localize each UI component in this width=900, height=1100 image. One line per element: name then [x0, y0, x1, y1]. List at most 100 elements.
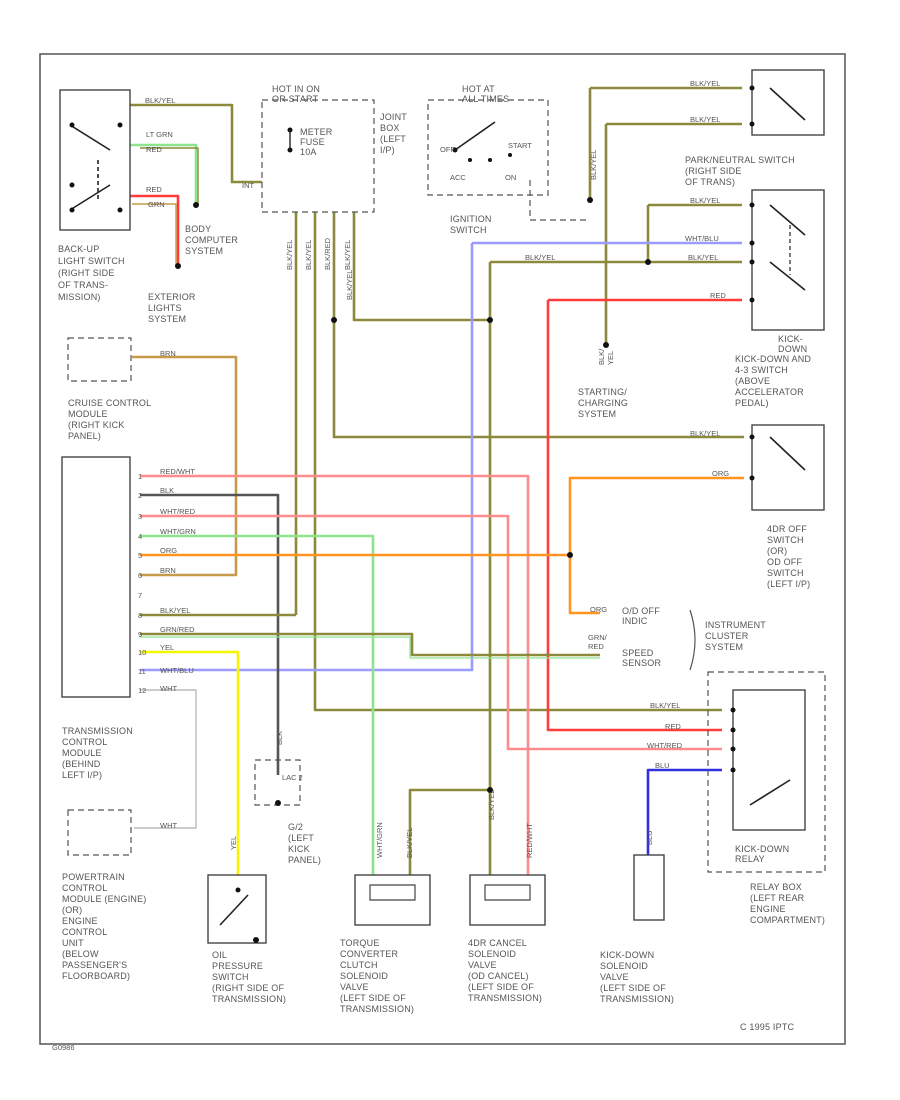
wire-label-od_b: RED/WHT — [525, 823, 534, 858]
wire-label-pn_1: BLK/YEL — [690, 196, 720, 205]
wire-pn-2b — [140, 243, 474, 672]
footer-figure-id: G0986 — [52, 1043, 75, 1052]
wire-label-yel_op: YEL — [229, 836, 238, 850]
wire-label-fuse_out_3: BLK/RED — [323, 237, 332, 270]
wire-label-blk_yel_1: BLK/YEL — [690, 79, 720, 88]
wire-label-pn_3: BLK/YEL — [688, 253, 718, 262]
wire-label-red_b: RED — [146, 185, 162, 194]
wire-label-pn_2: WHT/BLU — [685, 234, 719, 243]
wire-label-tcc_a: WHT/GRN — [375, 822, 384, 858]
wire-org-kd — [568, 476, 744, 555]
park-neutral-switch-top — [751, 69, 825, 136]
wire-tcm-red-wht — [140, 474, 530, 790]
wire-label-int: INT — [242, 181, 255, 190]
wire-label-bu_top: BLK/YEL — [145, 96, 175, 105]
tcm-pin-12: 12 — [138, 686, 146, 695]
wire-label-brn: BRN — [160, 349, 176, 358]
tcm-pin-7: 7 — [138, 591, 142, 600]
ignition-position-3: START — [508, 141, 532, 150]
wire-fuse-3 — [332, 212, 744, 439]
wire-label-fuse_out_1: BLK/YEL — [285, 240, 294, 270]
label-kickdown: KICK-DOWN — [778, 334, 807, 354]
pcm-box — [67, 809, 132, 856]
wire-label-kd_2: ORG — [712, 469, 729, 478]
kickdown-solenoid-box — [633, 854, 665, 921]
wire-tcm-grn-red-2 — [140, 636, 600, 659]
wire-backup-top — [130, 103, 262, 184]
wire-label-kd_1: BLK/YEL — [690, 429, 720, 438]
wire-label-od_a: BLK/YEL — [487, 790, 496, 820]
wire-label-tcm_5: ORG — [160, 546, 177, 555]
wire-label-tcc_b: BLK/YEL — [405, 828, 414, 858]
backup-switch-contacts — [69, 124, 111, 211]
cruise-control-module — [67, 337, 132, 382]
tcm-pin-11: 11 — [138, 667, 146, 676]
wire-pn-4b — [546, 300, 722, 732]
wire-label-lt_grn: LT GRN — [146, 130, 173, 139]
kickdown-switch-box — [751, 424, 825, 511]
wire-fuse-2 — [313, 212, 722, 712]
wire-tcm-blk — [140, 493, 280, 775]
park-neutral-switch-main — [751, 189, 825, 331]
wire-label-relay_3: WHT/RED — [647, 741, 683, 750]
tcm-pin-3: 3 — [138, 512, 142, 521]
kickdown-relay-box — [732, 689, 806, 831]
wire-label-blk_yel_3: BLK/YEL — [589, 150, 598, 180]
wire-label-tcm_10: YEL — [160, 643, 174, 652]
wire-label-grn_b: GRN — [148, 200, 165, 209]
wire-label-relay_4: BLU — [655, 761, 670, 770]
wire-label-blk_g: BLK — [275, 731, 284, 745]
od-cancel-solenoid-box — [469, 874, 546, 926]
wire-label-tcm_1: RED/WHT — [160, 467, 195, 476]
wire-label-tcm_9: GRN/RED — [160, 625, 195, 634]
wire-tcm-grn-red — [140, 632, 600, 657]
tcc-solenoid-box — [354, 874, 431, 926]
backup-switch-box — [59, 89, 131, 231]
wire-label-grn_red_ss: GRN/RED — [588, 633, 608, 651]
wire-tcm-wht-grn — [140, 534, 375, 875]
label-lac: LAC 2 — [282, 773, 303, 782]
wire-tcm-wht-red — [140, 514, 722, 751]
wire-tcc-b — [408, 788, 490, 875]
ignition-switch-box — [427, 99, 549, 196]
wire-label-tcm_11: WHT/BLU — [160, 666, 194, 675]
tcm-pin-5: 5 — [138, 551, 142, 560]
cluster-bracket — [689, 609, 696, 671]
ignition-position-2: ON — [505, 173, 516, 182]
wire-label-pn_5: BLK/YEL — [525, 253, 555, 262]
ignition-position-1: ACC — [450, 173, 466, 182]
ignition-position-0: OFF — [440, 145, 455, 154]
wire-label-org_ind: ORG — [590, 605, 607, 614]
wire-label-tcm_8: BLK/YEL — [160, 606, 190, 615]
wire-label-tcm_12: WHT — [160, 684, 177, 693]
tcm-pin-4: 4 — [138, 532, 142, 541]
wire-label-pn_4: RED — [710, 291, 726, 300]
wire-grn-mix — [140, 147, 199, 205]
tcm-pin-6: 6 — [138, 571, 142, 580]
wire-tcm-org — [140, 553, 600, 615]
tcm-pin-1: 1 — [138, 472, 142, 481]
wire-label-tcm_3: WHT/RED — [160, 507, 196, 516]
wire-kd-blu — [646, 768, 722, 855]
tcm-pin-2: 2 — [138, 491, 142, 500]
